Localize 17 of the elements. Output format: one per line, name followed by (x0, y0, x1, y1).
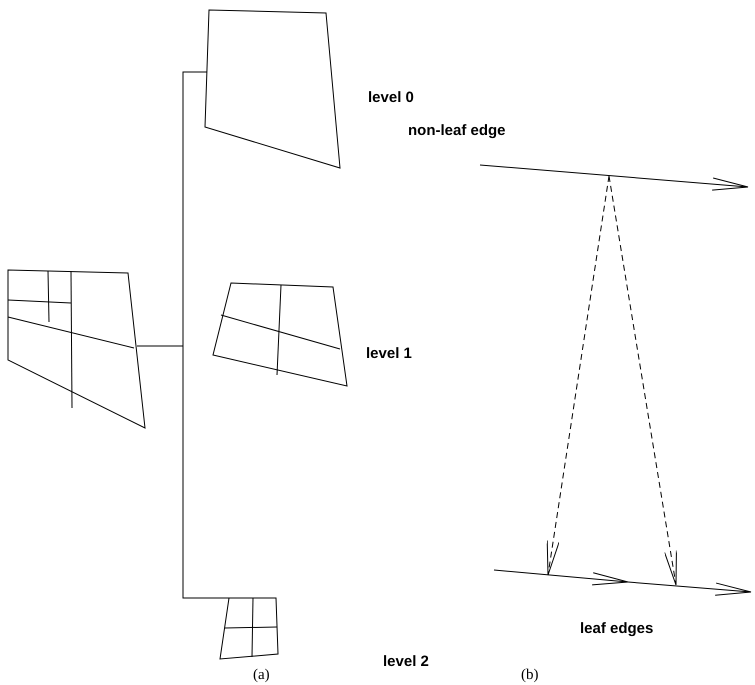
level-label: level 1 (366, 345, 412, 363)
level-label: level 0 (368, 89, 414, 107)
edge-arrow (479, 164, 749, 192)
edge-caption: non-leaf edge (408, 122, 506, 140)
quad-mesh-drawing (204, 9, 341, 169)
bracket-line (136, 346, 230, 598)
dashed-arrow (608, 176, 677, 586)
level-label: level 2 (383, 653, 429, 671)
quad-mesh-drawing (219, 597, 279, 660)
edge-arrow (627, 581, 752, 596)
dashed-arrow (546, 176, 610, 576)
panel-label: (b) (521, 666, 538, 684)
quad-mesh-drawing (7, 269, 146, 429)
quad-mesh-drawing (212, 282, 348, 387)
caption-label: leaf edges (580, 620, 654, 638)
panel-label: (a) (253, 666, 270, 684)
edge-arrow (493, 569, 629, 586)
